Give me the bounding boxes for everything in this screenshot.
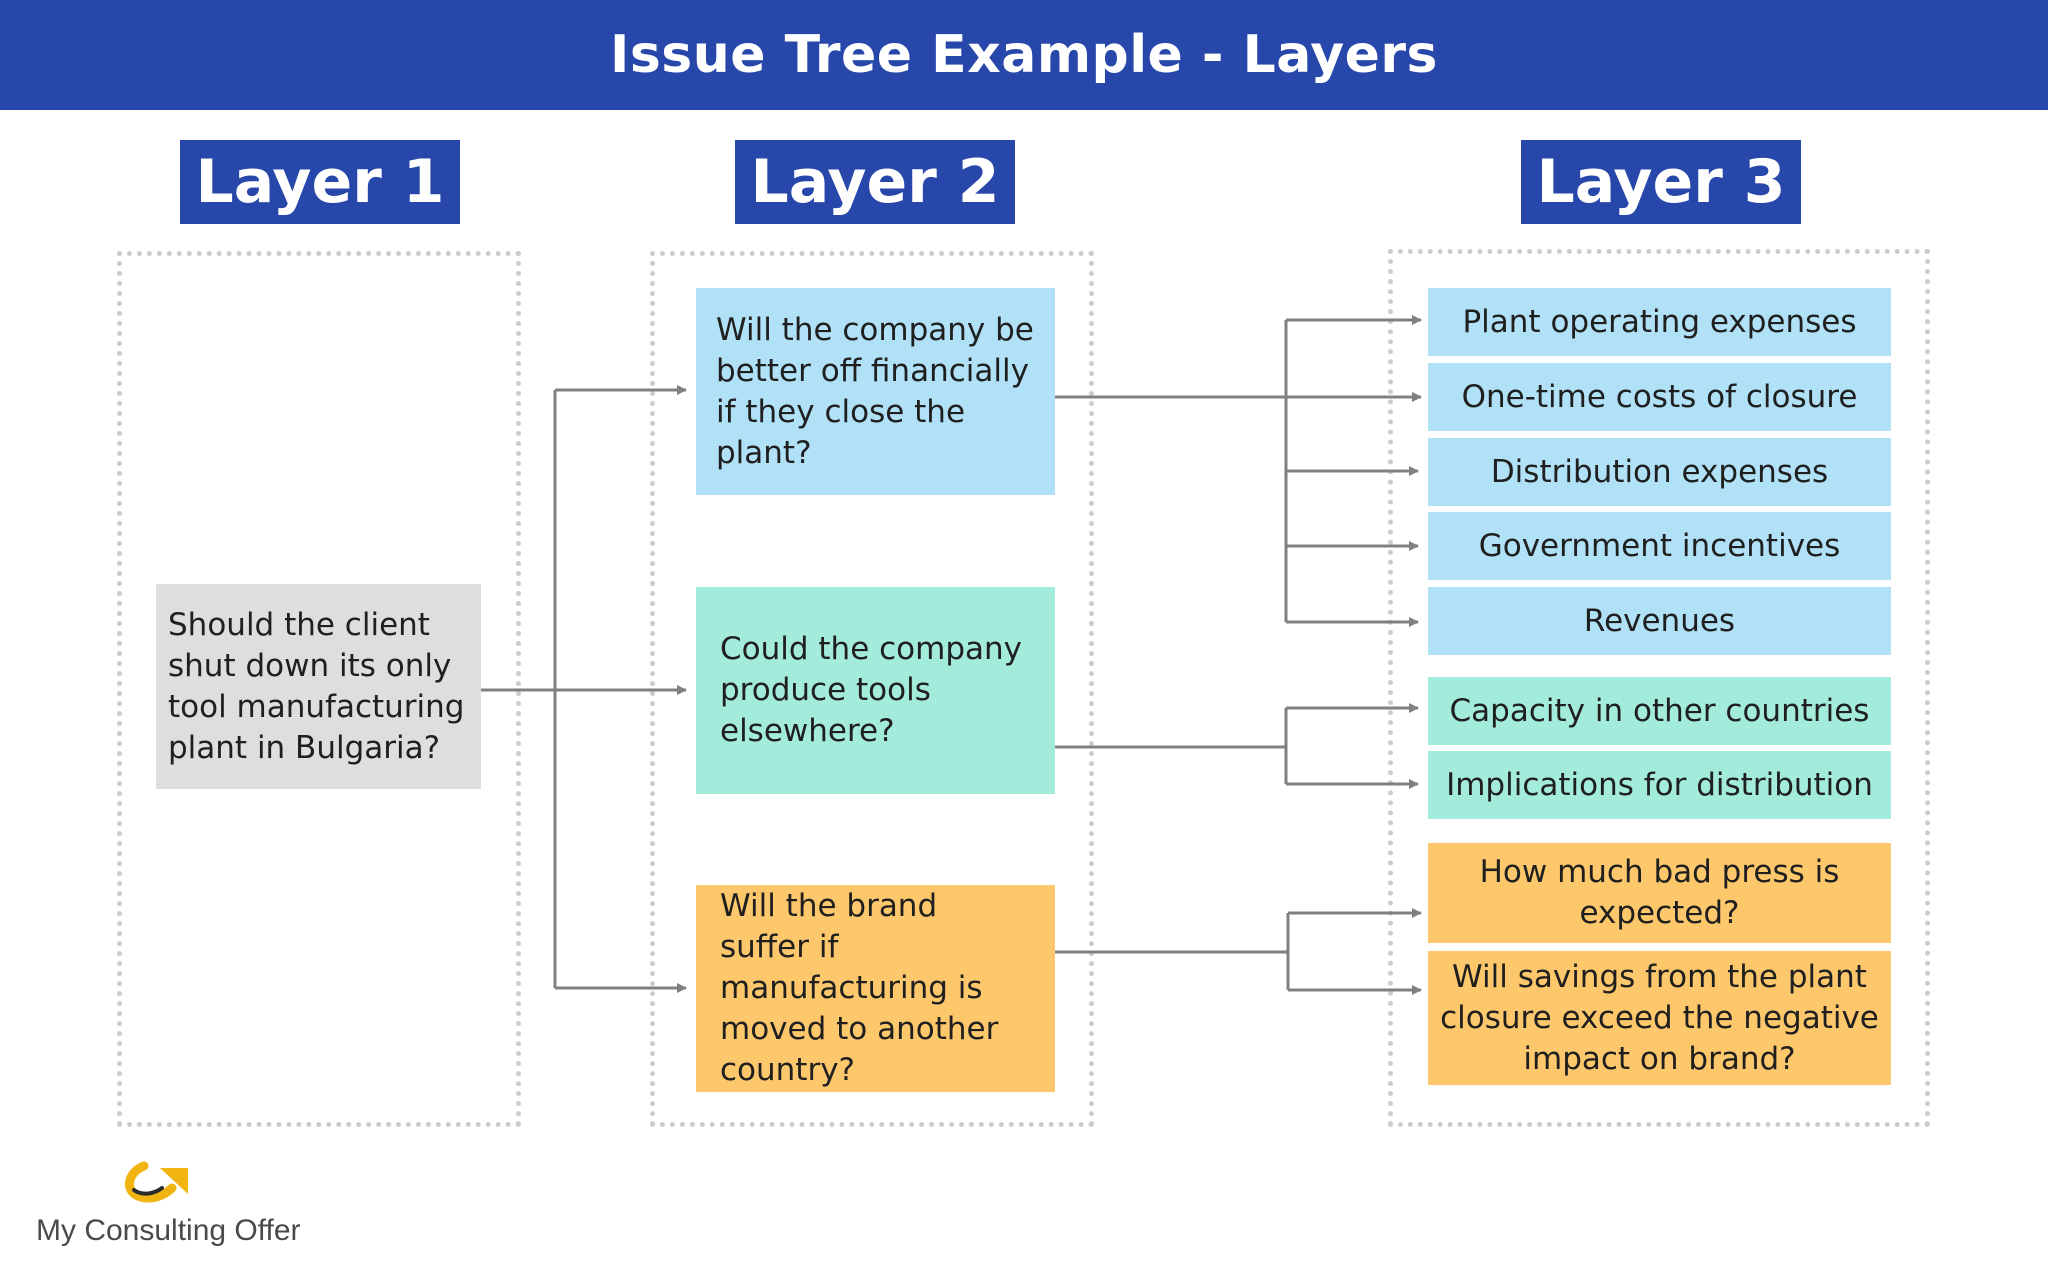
layer-3-frame (1388, 249, 1930, 1127)
layer3-item-text: How much bad press is expected? (1479, 854, 1840, 931)
layer-2-label: Layer 2 (735, 140, 1015, 224)
layer3-item-text: One-time costs of closure (1461, 378, 1858, 415)
layer3-item-text: Revenues (1583, 602, 1736, 639)
layer3-item-text: Plant operating expenses (1462, 303, 1857, 340)
elsewhere-question-text: Could the company produce tools elsewher… (720, 631, 1023, 749)
brand-logo: My Consulting Offer (34, 1160, 301, 1250)
layer3-item-distribution-expenses: Distribution expenses (1428, 438, 1891, 506)
layer3-item-text: Government incentives (1478, 527, 1841, 564)
layer3-item-implications: Implications for distribution (1428, 751, 1891, 819)
layer-3-label: Layer 3 (1521, 140, 1801, 224)
elsewhere-question-box: Could the company produce tools elsewher… (696, 587, 1055, 794)
root-question-text: Should the client shut down its only too… (168, 606, 465, 766)
layer3-item-one-time-costs: One-time costs of closure (1428, 363, 1891, 431)
layer3-item-text: Capacity in other countries (1449, 692, 1870, 729)
layer3-item-bad-press: How much bad press is expected? (1428, 843, 1891, 943)
layer3-item-text: Distribution expenses (1490, 453, 1829, 490)
layer3-item-revenues: Revenues (1428, 587, 1891, 655)
brand-question-text: Will the brand suffer if manufacturing i… (720, 888, 999, 1088)
financial-question-box: Will the company be better off financial… (696, 288, 1055, 495)
layer3-item-savings-vs-brand: Will savings from the plant closure exce… (1428, 951, 1891, 1085)
layer3-item-text: Implications for distribution (1446, 766, 1873, 803)
header-bar: Issue Tree Example - Layers (0, 0, 2048, 110)
layer3-item-capacity: Capacity in other countries (1428, 677, 1891, 745)
layer3-item-government-incentives: Government incentives (1428, 512, 1891, 580)
root-question-box: Should the client shut down its only too… (156, 584, 481, 789)
brand-question-box: Will the brand suffer if manufacturing i… (696, 885, 1055, 1092)
layer3-item-plant-operating: Plant operating expenses (1428, 288, 1891, 356)
arrow-swoosh-logo-icon (125, 1161, 188, 1203)
logo-text: My Consulting Offer (36, 1214, 301, 1247)
layer-1-label: Layer 1 (180, 140, 460, 224)
financial-question-text: Will the company be better off financial… (716, 311, 1034, 471)
page-title: Issue Tree Example - Layers (609, 25, 1438, 85)
layer3-item-text: Will savings from the plant closure exce… (1440, 958, 1879, 1077)
